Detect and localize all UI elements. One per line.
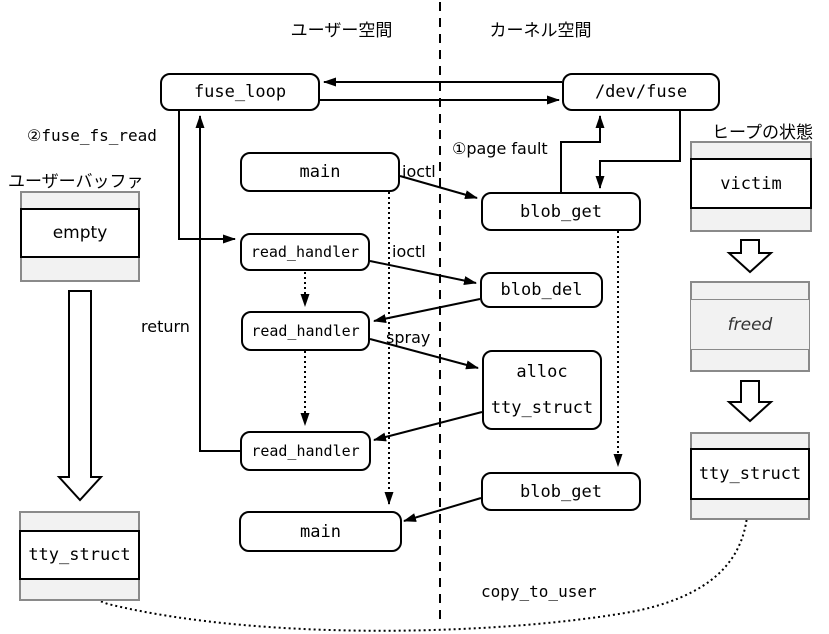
node-dev-fuse: /dev/fuse (562, 73, 720, 111)
node-alloc-tty-struct: alloc tty_struct (482, 350, 602, 430)
user-tty-box: tty_struct (19, 511, 140, 601)
hollow-arrow-freed-to-ttystruct (726, 380, 774, 423)
dotted-arrow-copy-to-user (80, 499, 749, 632)
node-blob-get-top: blob_get (481, 192, 641, 231)
hollow-arrow-userbuffer-to-ttystruct (56, 290, 104, 502)
arrow-readhandler2-to-alloc-spray (369, 338, 479, 370)
node-read-handler-3: read_handler (240, 431, 371, 471)
heap-tty-box: tty_struct (690, 432, 810, 520)
arrow-readhandler1-to-blobdel-ioctl (369, 260, 477, 285)
arrow-alloc-to-readhandler3 (373, 411, 483, 442)
heap-freed-cell: freed (690, 299, 810, 350)
node-main-bottom: main (239, 511, 402, 552)
node-blob-del: blob_del (480, 272, 603, 308)
arrow-devfuse-to-blobget (595, 111, 681, 189)
label-return: return (141, 317, 190, 336)
label-spray: spray (386, 328, 431, 347)
alloc-line1: alloc (516, 362, 568, 382)
heap-tty-cell: tty_struct (690, 448, 810, 500)
user-buffer-cell: empty (20, 208, 140, 258)
user-buffer-box: empty (20, 191, 140, 282)
arrow-blobget2-to-main2 (403, 497, 482, 522)
heap-victim-cell: victim (690, 158, 812, 209)
arrow-main-to-blobget-ioctl (399, 175, 478, 200)
node-read-handler-2: read_handler (241, 311, 370, 351)
heap-victim-box: victim (690, 141, 812, 232)
heap-state-title: ヒープの状態 (712, 123, 813, 143)
label-ioctl-handler: ioctl (392, 242, 426, 261)
user-buffer-title: ユーザーバッファ (8, 172, 144, 192)
kernel-space-label: カーネル空間 (489, 21, 592, 41)
arrow-fuseloop-to-readhandler1 (178, 111, 236, 244)
node-main-top: main (240, 152, 400, 192)
hollow-arrow-victim-to-freed (726, 239, 774, 274)
alloc-line2: tty_struct (490, 398, 594, 418)
label-copy-to-user: copy_to_user (481, 582, 597, 601)
node-blob-get-bottom: blob_get (481, 472, 641, 511)
arrow-blobdel-to-readhandler2 (373, 298, 481, 323)
arrow-pagefault-blobget-to-devfuse (560, 115, 605, 192)
heap-freed-box: freed (690, 281, 810, 372)
label-fuse-fs-read: ②fuse_fs_read (27, 126, 157, 145)
node-fuse-loop: fuse_loop (160, 73, 320, 111)
label-page-fault: ①page fault (452, 139, 548, 158)
node-read-handler-1: read_handler (240, 233, 370, 271)
user-tty-cell: tty_struct (19, 530, 140, 580)
label-ioctl-main: ioctl (402, 162, 436, 181)
user-space-label: ユーザー空間 (290, 21, 393, 41)
arrow-return-readhandler3-to-fuseloop (195, 115, 240, 452)
